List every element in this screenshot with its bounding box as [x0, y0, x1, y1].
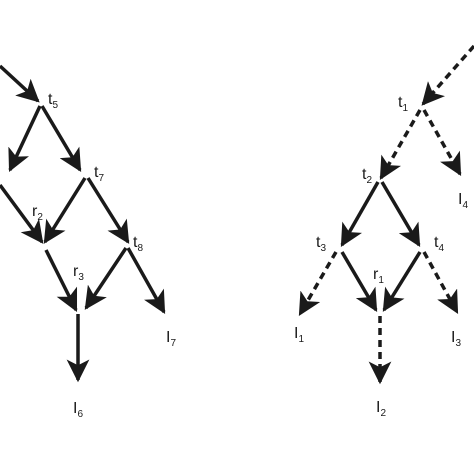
label-I1: I1 — [294, 325, 304, 345]
edge-r2-r3 — [44, 249, 78, 313]
label-t1: t1 — [398, 94, 408, 114]
label-r1: r1 — [373, 266, 384, 286]
edge-t1-t2 — [379, 109, 422, 180]
edge-t8-I7 — [126, 247, 166, 314]
edge-t7-t8 — [86, 177, 130, 244]
label-I2: I2 — [376, 399, 386, 419]
edge-t7-r2 — [43, 177, 87, 244]
edge-in-t5 — [0, 64, 40, 103]
label-I4: I4 — [458, 191, 468, 211]
label-I7: I7 — [166, 329, 176, 349]
labels: t5 t7 r2 t8 r3 I7 I6 t1 I4 t2 t3 t4 r1 I… — [32, 91, 468, 420]
edge-t8-r3 — [84, 247, 128, 310]
label-t7: t7 — [94, 164, 104, 184]
edge-t3-r1 — [340, 251, 378, 312]
label-r2: r2 — [32, 203, 43, 223]
edge-t5-left — [8, 105, 42, 173]
edge-t5-t7 — [40, 105, 82, 172]
edge-t1-I4 — [422, 109, 462, 176]
edge-t4-I3 — [422, 251, 459, 314]
edge-left-r2 — [0, 183, 44, 244]
label-t8: t8 — [133, 234, 143, 254]
edge-t4-r1 — [382, 251, 422, 312]
label-I6: I6 — [73, 400, 83, 420]
edge-t3-I1 — [298, 251, 338, 316]
label-t2: t2 — [362, 166, 372, 186]
label-t5: t5 — [48, 91, 58, 111]
label-t3: t3 — [316, 234, 326, 254]
edge-in-t1 — [421, 44, 474, 106]
edge-t2-t4 — [380, 181, 421, 247]
label-t4: t4 — [434, 234, 444, 254]
right-tree — [298, 44, 474, 385]
left-tree — [0, 64, 166, 383]
edge-t2-t3 — [340, 181, 380, 247]
label-I3: I3 — [451, 329, 461, 349]
label-r3: r3 — [73, 263, 84, 283]
